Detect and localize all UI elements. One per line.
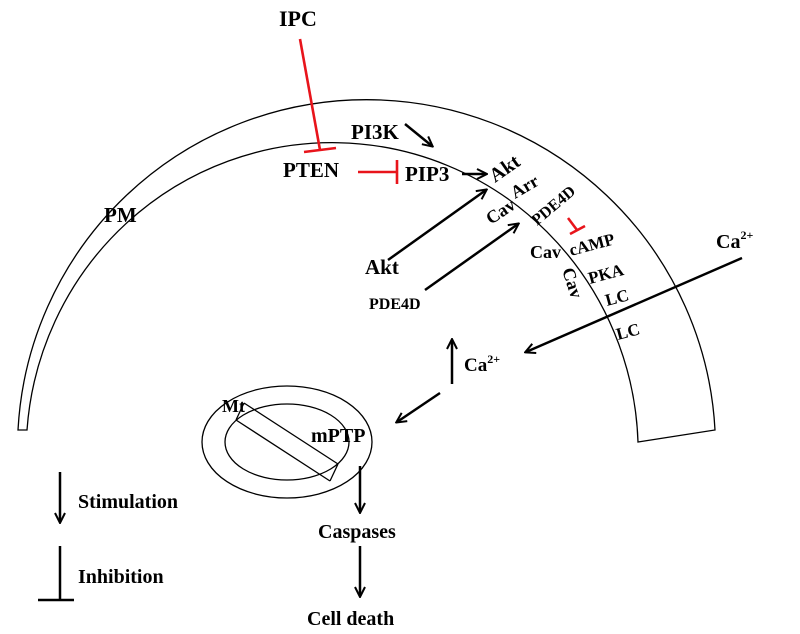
pde4d-cytosol-label: PDE4D — [369, 296, 421, 313]
ca-outside-symbol: Ca — [716, 231, 740, 253]
pi3k-pip3-arrow — [404, 123, 432, 146]
ca-influx-arrow — [526, 256, 743, 352]
pip3-label: PIP3 — [405, 162, 449, 186]
pde4d-camp-inhibition-bar — [569, 224, 586, 236]
pten-label: PTEN — [283, 158, 339, 182]
ca-inside-label: Ca2+ — [464, 352, 500, 376]
pm-label: PM — [104, 203, 137, 227]
plasma-membrane-band — [17, 99, 716, 443]
inhibition-legend-label: Inhibition — [78, 566, 164, 588]
mitochondrion-slash-edge-2 — [243, 402, 339, 465]
mt-label: Mt — [222, 396, 245, 416]
pde4d-cav-arrow — [424, 224, 518, 292]
mitochondrion-slash-cap-2 — [329, 463, 339, 482]
mitochondrion-outer — [201, 385, 373, 499]
ipc-pten-inhibition-bar — [303, 146, 337, 154]
cav-label-2: Cav — [530, 242, 561, 262]
pi3k-label: PI3K — [351, 120, 400, 144]
ca-inside-symbol: Ca — [464, 355, 488, 376]
ca-outside-charge: 2+ — [740, 228, 753, 242]
mptp-label: mPTP — [311, 425, 365, 447]
ca-inside-charge: 2+ — [487, 352, 500, 366]
stimulation-legend-label: Stimulation — [78, 491, 178, 513]
pde4d-camp-inhibition-line — [566, 217, 579, 231]
akt-cytosol-label: Akt — [365, 255, 399, 279]
ipc-label: IPC — [279, 6, 317, 31]
cell-death-label: Cell death — [307, 608, 394, 630]
akt-cav-arrow — [387, 190, 486, 262]
ca-mptp-arrow — [397, 391, 441, 422]
caspases-label: Caspases — [318, 521, 396, 543]
ipc-pten-inhibition-line — [298, 38, 322, 151]
mitochondrion-slash-cap-1 — [235, 402, 245, 421]
mitochondrion-slash-edge-1 — [235, 419, 331, 482]
ca-outside-label: Ca2+ — [716, 228, 753, 253]
mitochondrion-inner — [224, 403, 350, 481]
